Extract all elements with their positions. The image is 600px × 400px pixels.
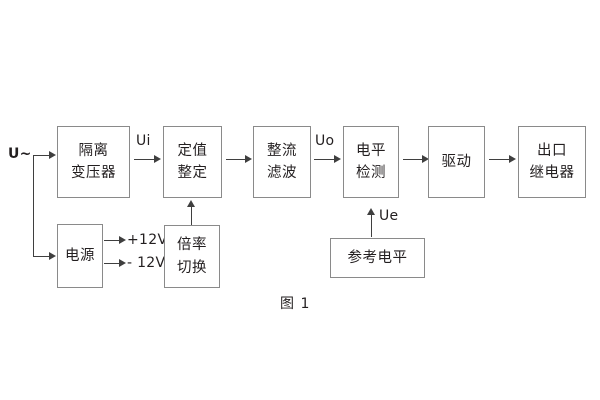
signal-label-uo: Uo [315, 133, 335, 149]
signal-label-ui: Ui [136, 133, 151, 149]
block-power-supply-line1: 电源 [65, 247, 95, 264]
multiplier-to-setpoint-arrow [187, 200, 195, 207]
block-drive-line1: 驱动 [441, 153, 472, 170]
rectify-to-leveldetect-line [314, 159, 336, 160]
reference-to-leveldetect-arrow [367, 208, 375, 215]
source-to-power-arrow [49, 252, 56, 260]
rail-negative-arrow [119, 259, 126, 267]
rail-negative-line [104, 263, 121, 264]
source-to-transformer-line [33, 155, 50, 156]
setpoint-to-rectify-line [226, 159, 247, 160]
block-isolation-transformer-line2: 变压器 [71, 165, 116, 181]
block-setpoint-adjust-line1: 定值 [177, 142, 208, 159]
block-reference-level[interactable]: 参考电平 [330, 238, 425, 278]
block-reference-level-line1: 参考电平 [347, 249, 408, 266]
drive-to-relay-arrow [509, 155, 516, 163]
transformer-to-setpoint-arrow [154, 155, 161, 163]
block-drive[interactable]: 驱动 [428, 126, 485, 198]
block-level-detect[interactable]: 电平 检测 [343, 126, 399, 198]
block-isolation-transformer[interactable]: 隔离 变压器 [57, 126, 130, 198]
figure-caption: 图 1 [280, 296, 311, 312]
setpoint-to-rectify-arrow [245, 155, 252, 163]
drive-to-relay-line [489, 159, 511, 160]
rail-negative-label: - 12V [127, 255, 166, 271]
block-setpoint-adjust[interactable]: 定值 整定 [163, 126, 222, 198]
rail-positive-line [104, 240, 121, 241]
block-level-detect-line2: 检测 [356, 165, 386, 181]
block-rectify-filter[interactable]: 整流 滤波 [253, 126, 311, 198]
signal-label-ue: Ue [379, 208, 399, 224]
block-output-relay[interactable]: 出口 继电器 [518, 126, 586, 198]
rail-positive-arrow [119, 236, 126, 244]
block-level-detect-line1: 电平 [356, 142, 386, 159]
source-to-transformer-arrow [49, 151, 56, 159]
leveldetect-to-drive-arrow [422, 155, 429, 163]
block-output-relay-line2: 继电器 [529, 165, 575, 181]
multiplier-to-setpoint-line [191, 206, 192, 225]
block-multiplier-switch[interactable]: 倍率 切换 [164, 225, 220, 288]
rectify-to-leveldetect-arrow [334, 155, 341, 163]
leveldetect-to-drive-line [403, 159, 424, 160]
source-to-power-line [33, 256, 50, 257]
block-rectify-filter-line1: 整流 [267, 142, 297, 159]
transformer-to-setpoint-line [134, 159, 155, 160]
rail-positive-label: +12V [127, 232, 168, 248]
block-setpoint-adjust-line2: 整定 [177, 165, 208, 181]
block-output-relay-line1: 出口 [537, 142, 567, 159]
block-multiplier-switch-line2: 切换 [177, 259, 207, 276]
block-multiplier-switch-line1: 倍率 [177, 237, 207, 254]
block-rectify-filter-line2: 滤波 [267, 165, 297, 181]
reference-to-leveldetect-line [371, 214, 372, 237]
block-power-supply[interactable]: 电源 [57, 224, 103, 288]
source-branch-vertical-line [33, 155, 34, 256]
source-label-u-ac: U~ [8, 146, 32, 162]
block-isolation-transformer-line1: 隔离 [78, 142, 109, 159]
